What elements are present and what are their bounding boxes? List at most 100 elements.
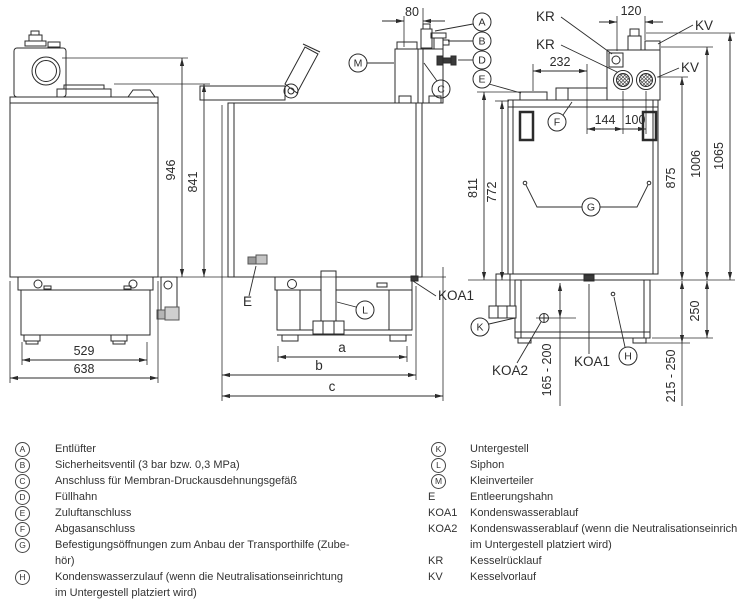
svg-text:L: L — [362, 305, 368, 317]
vessel — [13, 47, 67, 98]
dim-165-200: 165 - 200 — [540, 344, 554, 397]
legend-text: Kondenswasserablauf (wenn die Neutralisa… — [470, 523, 737, 535]
legend-text: hör) — [55, 555, 75, 567]
svg-text:D: D — [478, 55, 486, 67]
fastening-slot-left — [518, 110, 535, 142]
boiler-flow-port — [636, 70, 656, 90]
svg-text:C: C — [437, 84, 445, 96]
svg-text:A: A — [478, 17, 485, 29]
legend-row: A Entlüfter — [12, 441, 426, 457]
callout-expansion-vessel-connection: C — [431, 79, 451, 99]
dim-144: 144 — [595, 113, 616, 127]
dim-772: 772 — [485, 182, 499, 203]
legend-row: B Sicherheitsventil (3 bar bzw. 0,3 MPa) — [12, 457, 426, 473]
legend-key: KOA1 — [428, 507, 458, 519]
top-cap — [127, 89, 156, 98]
transport-bracket — [160, 276, 178, 311]
callout-siphon: L — [355, 300, 375, 320]
legend-row: KOA2 Kondenswasserablauf (wenn die Neutra… — [428, 521, 737, 553]
legend-text: Befestigungsöffnungen zum Anbau der Tran… — [55, 539, 350, 551]
fastening-hole-left — [522, 180, 528, 186]
vessel-port — [31, 56, 61, 86]
legend-key-circle: H — [15, 570, 30, 585]
fastening-slot-right — [641, 110, 658, 142]
legend-row: K Untergestell — [428, 441, 737, 457]
callout-flue: F — [547, 112, 567, 132]
extension-lines — [9, 8, 735, 406]
connection-labels: KR KR KV KV KOA1 KOA1 KOA2 E — [243, 9, 713, 378]
fastening-hole-right — [646, 180, 652, 186]
safety-valve-fitting — [430, 32, 450, 50]
kr-label-port: KR — [536, 37, 555, 52]
legend-text: im Untergestell platziert wird) — [55, 587, 197, 599]
flue-connection — [199, 43, 321, 101]
svg-text:M: M — [354, 58, 363, 70]
legend-text: im Untergestell platziert wird) — [470, 539, 612, 551]
legend-text: Kesselrücklauf — [470, 555, 542, 567]
svg-text:G: G — [587, 202, 595, 214]
svg-text:H: H — [624, 351, 632, 363]
drain-label: E — [243, 294, 252, 309]
callout-safety-valve: B — [472, 31, 492, 51]
legend-key-circle: E — [15, 506, 30, 521]
legend-text: Kesselvorlauf — [470, 571, 537, 583]
siphon-front — [488, 273, 517, 319]
legend-key-circle: C — [15, 474, 30, 489]
dim-529: 529 — [74, 344, 95, 358]
drain-cock — [247, 254, 268, 265]
legend-text: Entlüfter — [55, 443, 96, 455]
legend-key-circle: A — [15, 442, 30, 457]
middle-side-view — [199, 23, 457, 342]
dim-b: b — [315, 358, 323, 373]
svg-text:F: F — [554, 117, 560, 129]
legend-text: Kleinverteiler — [470, 475, 534, 487]
fill-tap-fitting — [436, 55, 457, 66]
kr-label-top: KR — [536, 9, 555, 24]
legend-key-circle: B — [15, 458, 30, 473]
dim-120: 120 — [621, 4, 642, 18]
legend-text: Zuluftanschluss — [55, 507, 132, 519]
legend-text: Entleerungshahn — [470, 491, 554, 503]
svg-text:B: B — [478, 36, 485, 48]
svg-text:E: E — [478, 74, 485, 86]
left-base-frame — [17, 276, 154, 345]
dim-946: 946 — [164, 160, 178, 181]
legend-row: E Zuluftanschluss — [12, 505, 426, 521]
legend-left-column: A Entlüfter B Sicherheitsventil (3 bar bzw… — [12, 441, 426, 601]
koa1-label-front: KOA1 — [574, 354, 610, 369]
dim-232: 232 — [550, 55, 571, 69]
legend-text: Untergestell — [470, 443, 529, 455]
legend-key-circle: D — [15, 490, 30, 505]
leader-lines — [248, 16, 694, 364]
condensate-outlet-stub — [410, 275, 419, 282]
kv-label-top: KV — [695, 18, 713, 33]
koa1-label-middle: KOA1 — [438, 288, 474, 303]
legend-key-circle: M — [431, 474, 446, 489]
condensate-inlet-hole — [610, 291, 616, 297]
flue-plate — [555, 87, 608, 101]
dim-215-250: 215 - 250 — [664, 350, 678, 403]
dim-a: a — [338, 340, 346, 355]
legend-key: KOA2 — [428, 523, 458, 535]
callout-vent: A — [472, 12, 492, 32]
vent-fitting — [420, 23, 433, 49]
dim-1065: 1065 — [712, 142, 726, 170]
legend-text: Sicherheitsventil (3 bar bzw. 0,3 MPa) — [55, 459, 240, 471]
boiler-return-port — [613, 70, 633, 90]
dim-80: 80 — [405, 5, 419, 19]
legend-key-circle: L — [431, 458, 446, 473]
technical-drawing: A B C D E F G H K L M KR KR KV KV KOA1 K… — [9, 4, 735, 406]
legend-key: KR — [428, 555, 444, 567]
dim-811: 811 — [466, 178, 480, 198]
dim-100: 100 — [625, 113, 646, 127]
legend-key-circle: K — [431, 442, 446, 457]
